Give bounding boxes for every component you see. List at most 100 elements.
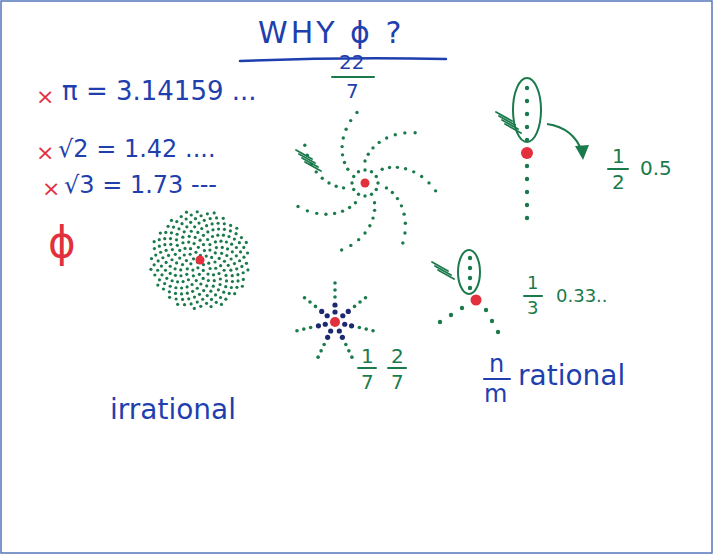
symbol: ϕ (48, 222, 76, 264)
sunflower-seed (190, 213, 193, 216)
sunflower-seed (213, 279, 216, 282)
sunflower-seed (158, 278, 161, 281)
sunflower-seed (171, 248, 174, 251)
sunflower-seed (199, 214, 202, 217)
sunflower-seed (189, 253, 192, 256)
sunflower-seed (233, 262, 236, 265)
seed-dot (357, 170, 360, 173)
sunflower-seed (174, 292, 177, 295)
fraction-part: 1 (612, 146, 625, 166)
sunflower-seed (210, 222, 213, 225)
sunflower-seed (209, 217, 212, 220)
seed-dot (334, 185, 337, 188)
sunflower-seed (238, 259, 241, 262)
sunflower-seed (167, 254, 170, 257)
sunflower-seed (177, 227, 180, 230)
sunflower-seed (206, 294, 209, 297)
fraction-part: 7 (346, 81, 359, 101)
sunflower-seed (211, 228, 214, 231)
seed-dot (349, 323, 354, 328)
sunflower-seed (214, 293, 217, 296)
sunflower-seed (222, 217, 225, 220)
seed-dot (404, 167, 407, 170)
sunflower-seed (187, 278, 190, 281)
seed-dot (363, 159, 366, 162)
sunflower-seed (201, 298, 204, 301)
sunflower-seed (207, 279, 210, 282)
seed-dot (333, 288, 337, 292)
sunflower-seed (185, 211, 188, 214)
sunflower-seed (230, 286, 233, 289)
seed-dot (333, 212, 336, 215)
sunflower-seed (202, 243, 205, 246)
sunflower-seed (160, 273, 163, 276)
seed-dot (344, 128, 347, 131)
seed-dot (328, 328, 333, 333)
sunflower-seed (185, 273, 188, 276)
seed-dot (401, 241, 404, 244)
seed-dot (370, 193, 373, 196)
sunflower-seed (206, 230, 209, 233)
sunflower-seed (149, 268, 152, 271)
fraction-part: 7 (361, 372, 374, 392)
sunflower-seed (189, 247, 192, 250)
sunflower-seed (245, 241, 248, 244)
seed-dot (309, 326, 313, 330)
sunflower-seed (219, 240, 222, 243)
sunflower-seed (202, 269, 205, 272)
sunflower-seed (227, 264, 230, 267)
sunflower-seed (222, 291, 225, 294)
sunflower-seed (176, 303, 179, 306)
center-dot (521, 147, 533, 159)
seed-dot (346, 168, 349, 171)
sunflower-seed (163, 282, 166, 285)
seed-dot (344, 343, 348, 347)
seed-dot (333, 281, 337, 285)
sunflower-seed (165, 277, 168, 280)
center-dot (361, 179, 370, 188)
seed-dot (468, 276, 472, 280)
seed-dot (371, 146, 374, 149)
sunflower-seed (170, 219, 173, 222)
seed-dot (468, 266, 472, 270)
sunflower-seed (205, 224, 208, 227)
seed-dot (323, 322, 328, 327)
sunflower-seed (174, 286, 177, 289)
sunflower-seed (235, 227, 238, 230)
seed-dot (343, 161, 346, 164)
seed-dot (340, 313, 345, 318)
sunflower-seed (196, 300, 199, 303)
sunflower-seed (242, 278, 245, 281)
sunflower-seed (170, 258, 173, 261)
sunflower-seed (219, 296, 222, 299)
sunflower-seed (192, 242, 195, 245)
seed-dot (525, 112, 529, 116)
sunflower-seed (230, 257, 233, 260)
seed-dot (350, 181, 353, 184)
seed-dot (496, 330, 500, 334)
seed-dot (321, 177, 324, 180)
sunflower-seed (221, 246, 224, 249)
sunflower-seed (206, 272, 209, 275)
cross-mark: × (42, 178, 60, 200)
center-dot (196, 256, 205, 265)
sunflower-seed (160, 264, 163, 267)
seed-dot (363, 168, 366, 171)
sunflower-seed (209, 305, 212, 308)
seed-dot (381, 168, 384, 171)
sunflower-seed (169, 265, 172, 268)
sunflower-seed (190, 302, 193, 305)
sunflower-seed (157, 259, 160, 262)
seed-dot (364, 296, 368, 300)
seed-dot (324, 213, 327, 216)
seed-dot (375, 188, 378, 191)
sunflower-seed (214, 251, 217, 254)
sunflower-seed (153, 263, 156, 266)
sunflower-seed (175, 238, 178, 241)
seed-dot (413, 131, 416, 134)
sunflower-seed (176, 244, 179, 247)
seed-dot (358, 326, 362, 330)
sunflower-seed (213, 211, 216, 214)
seed-dot (434, 189, 437, 192)
sunflower-seed (200, 227, 203, 230)
